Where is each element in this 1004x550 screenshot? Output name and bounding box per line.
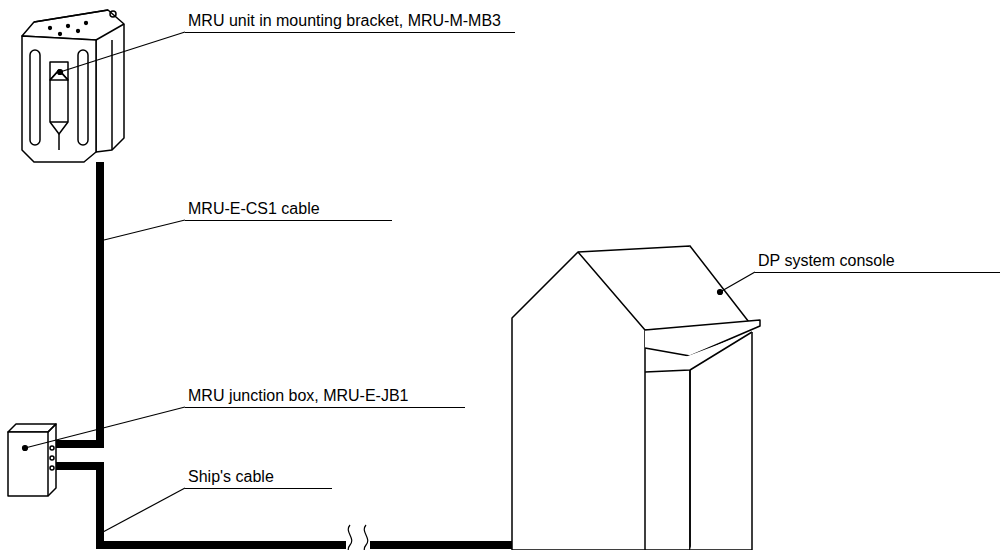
leader-lines xyxy=(23,32,756,532)
cables xyxy=(56,162,512,545)
callout-label: MRU junction box, MRU-E-JB1 xyxy=(185,387,465,408)
mru-bracket xyxy=(22,10,124,162)
callout-label: MRU-E-CS1 cable xyxy=(185,200,392,221)
callout-label: DP system console xyxy=(755,252,1000,273)
junction-box xyxy=(8,424,56,496)
callout-label: Ship's cable xyxy=(185,468,332,489)
callout-label: MRU unit in mounting bracket, MRU-M-MB3 xyxy=(185,12,515,33)
dp-console xyxy=(512,246,760,550)
break-symbol xyxy=(348,525,367,550)
